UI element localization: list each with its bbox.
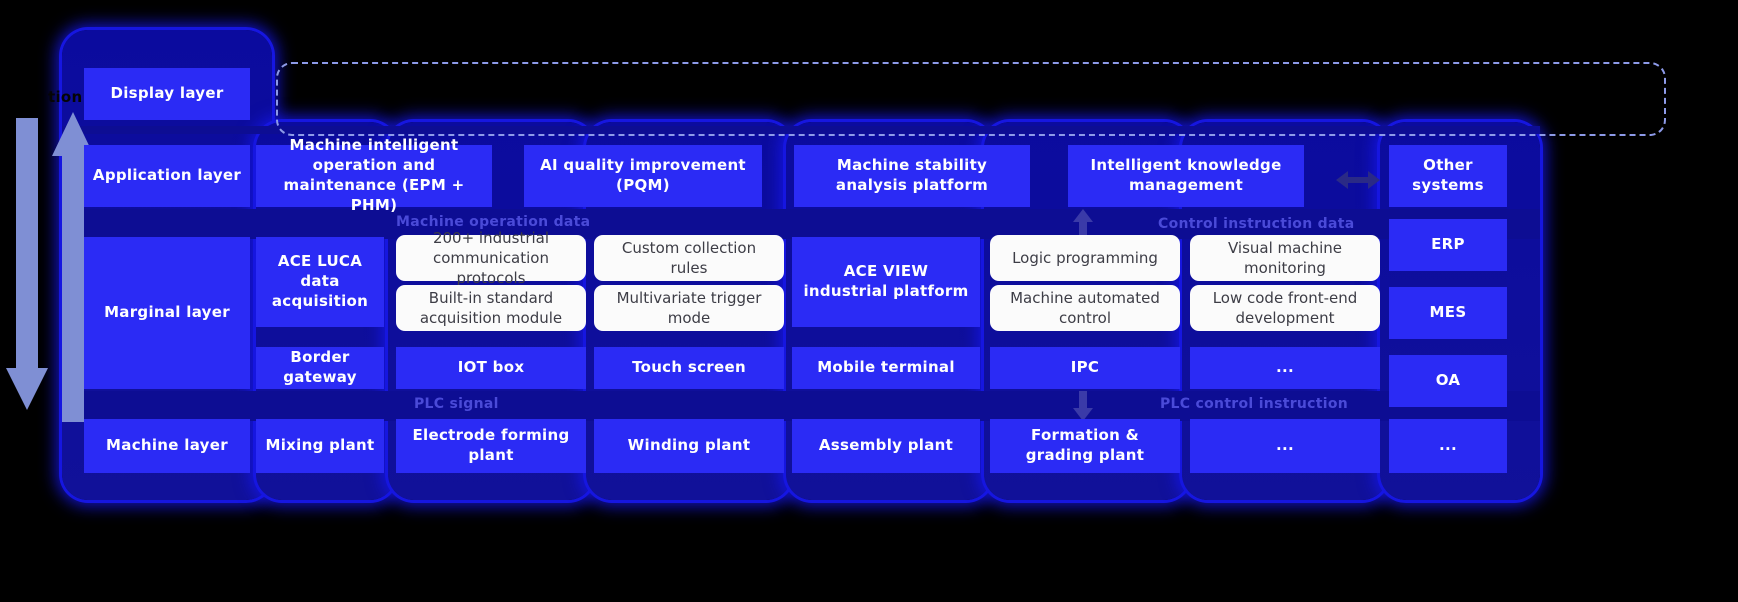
flow-label-machine-operation-data: Machine operation data	[396, 214, 591, 230]
right-item-mes[interactable]: MES	[1389, 287, 1507, 339]
machine-plant-assembly[interactable]: Assembly plant	[792, 419, 980, 473]
marginal-device-ipc[interactable]: IPC	[990, 347, 1180, 389]
flow-up-arrow-icon	[1073, 209, 1093, 239]
band-row-display	[62, 126, 1540, 134]
marginal-feature-200-industrial-protocols[interactable]: 200+ industrial communication protocols	[396, 229, 586, 287]
right-item-other-systems-line1: Other systems	[1412, 156, 1484, 194]
app-item-machine-stability-analysis[interactable]: Machine stability analysis platform	[794, 145, 1030, 207]
marginal-feature-visual-machine-monitoring[interactable]: Visual machine monitoring	[1190, 235, 1380, 281]
marginal-feature-builtin-standard-acquisition-module[interactable]: Built-in standard acquisition module	[396, 285, 586, 331]
machine-plant-ellipsis[interactable]: ...	[1190, 419, 1380, 473]
marginal-platform-ace-luca[interactable]: ACE LUCA data acquisition	[256, 237, 384, 327]
band-machine-operation-data	[62, 209, 1540, 239]
bidirectional-arrow-icon	[1336, 171, 1380, 189]
cut-off-label: tion	[48, 88, 83, 106]
flow-label-control-instruction-data: Control instruction data	[1158, 216, 1355, 232]
right-item-erp[interactable]: ERP	[1389, 219, 1507, 271]
marginal-device-mobile-terminal[interactable]: Mobile terminal	[792, 347, 980, 389]
marginal-device-touch-screen[interactable]: Touch screen	[594, 347, 784, 389]
flow-label-plc-control-instruction: PLC control instruction	[1160, 396, 1349, 412]
machine-plant-formation-grading[interactable]: Formation & grading plant	[990, 419, 1180, 473]
machine-plant-electrode-forming[interactable]: Electrode forming plant	[396, 419, 586, 473]
right-item-ellipsis[interactable]: ...	[1389, 419, 1507, 473]
flow-label-plc-signal: PLC signal	[414, 396, 499, 412]
marginal-device-border-gateway[interactable]: Border gateway	[256, 347, 384, 389]
app-item-ai-quality-improvement[interactable]: AI quality improvement (PQM)	[524, 145, 762, 207]
marginal-device-ellipsis[interactable]: ...	[1190, 347, 1380, 389]
marginal-device-iot-box[interactable]: IOT box	[396, 347, 586, 389]
up-arrow	[52, 112, 94, 422]
layer-label-application-line1: Application layer	[92, 166, 242, 185]
marginal-feature-low-code-frontend-development[interactable]: Low code front-end development	[1190, 285, 1380, 331]
band-plc-signal	[62, 391, 1540, 421]
layer-label-application: Application layer	[84, 145, 250, 207]
marginal-feature-machine-automated-control[interactable]: Machine automated control	[990, 285, 1180, 331]
machine-plant-mixing[interactable]: Mixing plant	[256, 419, 384, 473]
app-item-intelligent-knowledge-management[interactable]: Intelligent knowledge management	[1068, 145, 1304, 207]
machine-plant-winding[interactable]: Winding plant	[594, 419, 784, 473]
right-item-other-systems[interactable]: Other systems	[1389, 145, 1507, 207]
flow-down-arrow-icon	[1073, 391, 1093, 421]
down-arrow	[6, 118, 48, 410]
marginal-feature-custom-collection-rules[interactable]: Custom collection rules	[594, 235, 784, 281]
display-layer-dashed-placeholder[interactable]	[276, 62, 1666, 136]
marginal-feature-logic-programming[interactable]: Logic programming	[990, 235, 1180, 281]
marginal-platform-ace-view[interactable]: ACE VIEW industrial platform	[792, 237, 980, 327]
marginal-feature-multivariate-trigger-mode[interactable]: Multivariate trigger mode	[594, 285, 784, 331]
layer-label-marginal: Marginal layer	[84, 237, 250, 389]
app-item-machine-intelligent-om[interactable]: Machine intelligent operation and mainte…	[256, 136, 492, 214]
right-item-oa[interactable]: OA	[1389, 355, 1507, 407]
layer-label-display: Display layer	[84, 68, 250, 120]
layer-label-machine: Machine layer	[84, 419, 250, 473]
